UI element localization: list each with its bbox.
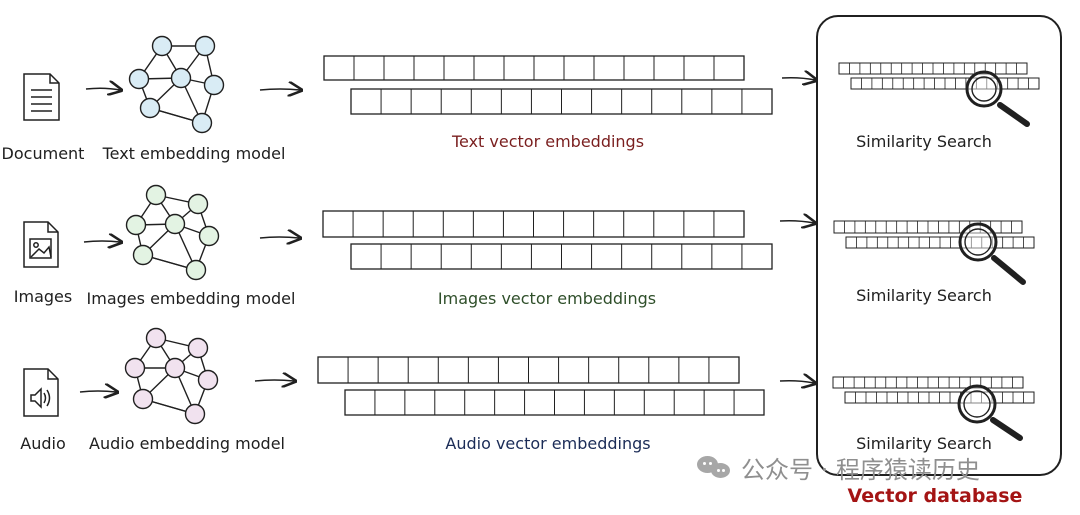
similarity-search-label-1: Similarity Search — [856, 132, 992, 151]
search-vector-bottom-3 — [844, 391, 1035, 404]
audio-label: Audio — [20, 434, 66, 453]
text-embedding-model-icon — [128, 35, 225, 134]
arrow-image-to-model — [83, 241, 120, 242]
audio-embedding-model-label: Audio embedding model — [89, 434, 285, 453]
images-vector-embeddings-label: Images vector embeddings — [437, 289, 657, 308]
embedding-strips — [317, 55, 773, 416]
similarity-search-label-2: Similarity Search — [856, 286, 992, 305]
audio-file-icon — [23, 368, 59, 417]
text-embedding-strip-bottom — [350, 88, 773, 115]
arrow-images-model-to-embeddings — [259, 237, 299, 238]
text-embedding-model-label: Text embedding model — [102, 144, 286, 163]
images-embedding-model-icon — [125, 184, 220, 281]
arrow-images-embeddings-to-search — [779, 221, 814, 223]
images-embedding-strip-top — [322, 210, 745, 238]
audio-embedding-strip-bottom — [344, 389, 765, 416]
magnifier-icon-3 — [957, 384, 1023, 441]
similarity-search-group-1 — [838, 62, 1040, 127]
similarity-search-group-3 — [832, 376, 1035, 441]
image-file-icon — [23, 221, 59, 268]
document-label: Document — [1, 144, 85, 163]
similarity-search-groups — [832, 62, 1040, 441]
text-vector-embeddings-label: Text vector embeddings — [451, 132, 645, 151]
vector-database-label: Vector database — [847, 485, 1023, 507]
audio-vector-embeddings-label: Audio vector embeddings — [445, 434, 651, 453]
watermark-text: 公众号 · 程序猿读历史 — [741, 456, 980, 484]
vector-database-panel — [816, 15, 1062, 476]
arrow-text-model-to-embeddings — [259, 89, 300, 90]
watermark: 公众号 · 程序猿读历史 — [697, 450, 980, 485]
search-vector-top-1 — [838, 62, 1028, 75]
audio-embedding-model-icon — [124, 327, 219, 425]
similarity-search-label-3: Similarity Search — [856, 434, 992, 453]
magnifier-icon-2 — [958, 222, 1026, 285]
document-icon — [23, 73, 60, 121]
wechat-icon — [697, 455, 733, 481]
magnifier-icon-1 — [965, 70, 1030, 127]
images-label: Images — [13, 287, 73, 306]
arrow-audio-model-to-embeddings — [254, 380, 294, 381]
images-embedding-model-label: Images embedding model — [86, 289, 296, 308]
images-embedding-strip-bottom — [350, 243, 773, 270]
arrow-audio-to-model — [79, 391, 116, 392]
text-embedding-strip-top — [323, 55, 745, 81]
arrow-text-embeddings-to-search — [781, 78, 815, 80]
arrow-document-to-model — [85, 88, 120, 90]
similarity-search-group-2 — [833, 220, 1035, 285]
search-vector-top-3 — [832, 376, 1024, 389]
arrow-audio-embeddings-to-search — [779, 381, 814, 383]
audio-embedding-strip-top — [317, 356, 740, 384]
